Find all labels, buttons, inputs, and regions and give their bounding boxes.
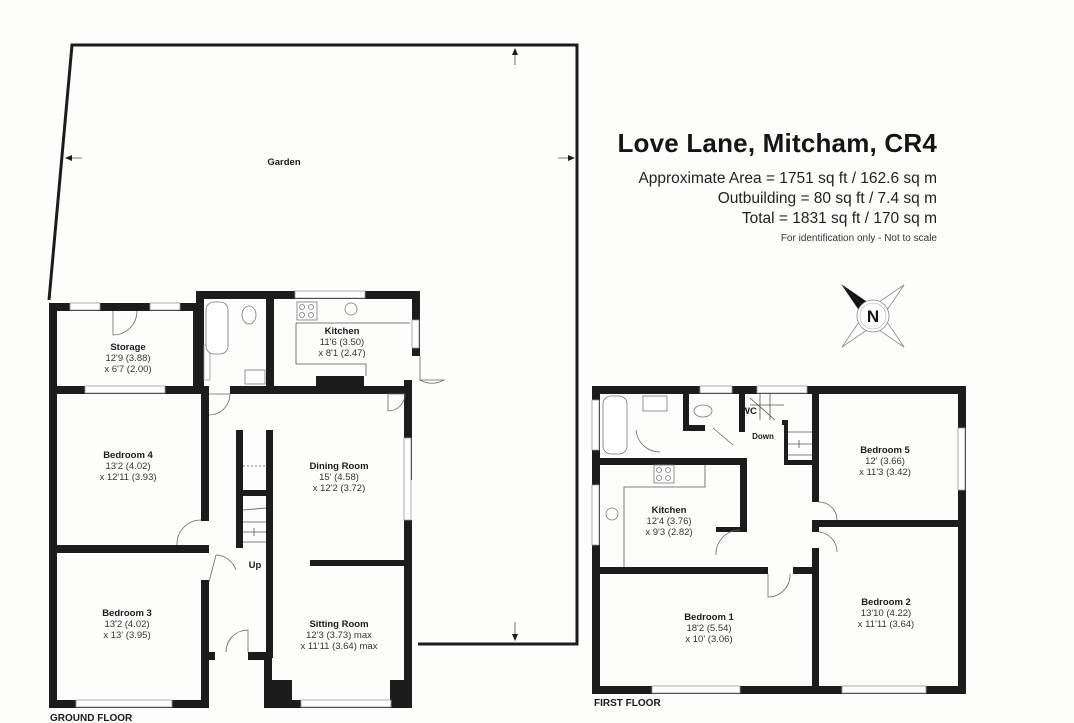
bathtub-icon bbox=[205, 301, 229, 355]
stairs-icon bbox=[749, 394, 812, 456]
garden: Garden bbox=[47, 43, 579, 646]
garden-label: Garden bbox=[267, 157, 300, 168]
door-storage bbox=[112, 310, 138, 336]
svg-text:Kitchen: Kitchen bbox=[325, 326, 360, 337]
title-block: Love Lane, Mitcham, CR4 Approximate Area… bbox=[617, 128, 937, 244]
room-wc: WC bbox=[741, 406, 757, 417]
compass-north-icon: N bbox=[841, 284, 905, 348]
washbasin-icon bbox=[244, 369, 266, 385]
toilet-icon bbox=[693, 404, 713, 418]
ground-floor-plan: Storage 12'9 (3.88) x 6'7 (2.00) Kitchen… bbox=[49, 290, 446, 723]
svg-text:x 10' (3.06): x 10' (3.06) bbox=[685, 634, 732, 645]
svg-text:11'6 (3.50): 11'6 (3.50) bbox=[320, 337, 364, 348]
hob-icon bbox=[653, 464, 675, 484]
svg-text:x 12'2 (3.72): x 12'2 (3.72) bbox=[313, 483, 366, 494]
bathtub-icon bbox=[602, 395, 628, 455]
svg-text:x 8'1 (2.47): x 8'1 (2.47) bbox=[318, 348, 365, 359]
room-bedroom-4: Bedroom 4 13'2 (4.02) x 12'11 (3.93) bbox=[99, 450, 156, 483]
svg-text:x 12'11 (3.93): x 12'11 (3.93) bbox=[99, 472, 156, 483]
svg-text:13'2 (4.02): 13'2 (4.02) bbox=[104, 619, 149, 630]
svg-text:Bedroom 4: Bedroom 4 bbox=[103, 450, 153, 461]
svg-text:15' (4.58): 15' (4.58) bbox=[319, 472, 359, 483]
sink-icon bbox=[605, 507, 619, 521]
svg-text:Bedroom 3: Bedroom 3 bbox=[102, 608, 152, 619]
svg-text:x 13' (3.95): x 13' (3.95) bbox=[103, 630, 150, 641]
svg-text:Kitchen: Kitchen bbox=[652, 505, 687, 516]
svg-text:12'9 (3.88): 12'9 (3.88) bbox=[105, 353, 150, 364]
sink-icon bbox=[344, 302, 358, 316]
hob-icon bbox=[296, 301, 318, 321]
room-dining-room: Dining Room 15' (4.58) x 12'2 (3.72) bbox=[309, 461, 368, 494]
svg-text:Dining Room: Dining Room bbox=[309, 461, 368, 472]
first-floor-plan: WC Down Bedroom 5 12' (3.66) x 11'3 (3.4… bbox=[591, 385, 966, 709]
total-area: Total = 1831 sq ft / 170 sq m bbox=[741, 210, 937, 227]
svg-text:Bedroom 5: Bedroom 5 bbox=[860, 445, 910, 456]
room-kitchen-first: Kitchen 12'4 (3.76) x 9'3 (2.82) bbox=[645, 505, 692, 538]
svg-text:Bedroom 2: Bedroom 2 bbox=[861, 597, 911, 608]
svg-text:x 11'3 (3.42): x 11'3 (3.42) bbox=[859, 467, 911, 478]
svg-text:18'2 (5.54): 18'2 (5.54) bbox=[686, 623, 731, 634]
svg-text:13'2 (4.02): 13'2 (4.02) bbox=[105, 461, 150, 472]
room-sitting-room: Sitting Room 12'3 (3.73) max x 11'11 (3.… bbox=[301, 619, 378, 652]
room-bedroom-1: Bedroom 1 18'2 (5.54) x 10' (3.06) bbox=[684, 612, 734, 645]
svg-text:x 11'11 (3.64) max: x 11'11 (3.64) max bbox=[301, 641, 378, 652]
stairs-icon bbox=[242, 465, 267, 543]
stairs-down-label: Down bbox=[752, 432, 774, 441]
svg-text:x 6'7 (2.00): x 6'7 (2.00) bbox=[104, 364, 151, 375]
room-kitchen-ground: Kitchen 11'6 (3.50) x 8'1 (2.47) bbox=[318, 326, 365, 359]
svg-text:13'10 (4.22): 13'10 (4.22) bbox=[861, 608, 911, 619]
svg-text:12'4 (3.76): 12'4 (3.76) bbox=[646, 516, 691, 527]
stairs-up-label: Up bbox=[249, 560, 262, 571]
room-bedroom-5: Bedroom 5 12' (3.66) x 11'3 (3.42) bbox=[859, 445, 911, 478]
approximate-area: Approximate Area = 1751 sq ft / 162.6 sq… bbox=[638, 170, 937, 187]
svg-text:x 11'11 (3.64): x 11'11 (3.64) bbox=[858, 619, 914, 630]
room-storage: Storage 12'9 (3.88) x 6'7 (2.00) bbox=[104, 342, 151, 375]
svg-text:Storage: Storage bbox=[110, 342, 145, 353]
ground-floor-label: GROUND FLOOR bbox=[50, 713, 133, 723]
room-bedroom-2: Bedroom 2 13'10 (4.22) x 11'11 (3.64) bbox=[858, 597, 914, 630]
svg-text:Sitting Room: Sitting Room bbox=[309, 619, 368, 630]
compass-label: N bbox=[867, 307, 879, 326]
svg-text:x 9'3 (2.82): x 9'3 (2.82) bbox=[645, 527, 692, 538]
svg-text:12' (3.66): 12' (3.66) bbox=[865, 456, 905, 467]
disclaimer: For identification only - Not to scale bbox=[780, 233, 937, 244]
svg-text:Bedroom 1: Bedroom 1 bbox=[684, 612, 734, 623]
property-title: Love Lane, Mitcham, CR4 bbox=[617, 128, 937, 158]
room-bedroom-3: Bedroom 3 13'2 (4.02) x 13' (3.95) bbox=[102, 608, 152, 641]
svg-text:12'3 (3.73) max: 12'3 (3.73) max bbox=[306, 630, 372, 641]
first-floor-label: FIRST FLOOR bbox=[594, 698, 661, 709]
outbuilding-area: Outbuilding = 80 sq ft / 7.4 sq m bbox=[717, 190, 937, 207]
washbasin-icon bbox=[642, 395, 668, 412]
toilet-icon bbox=[241, 305, 257, 325]
